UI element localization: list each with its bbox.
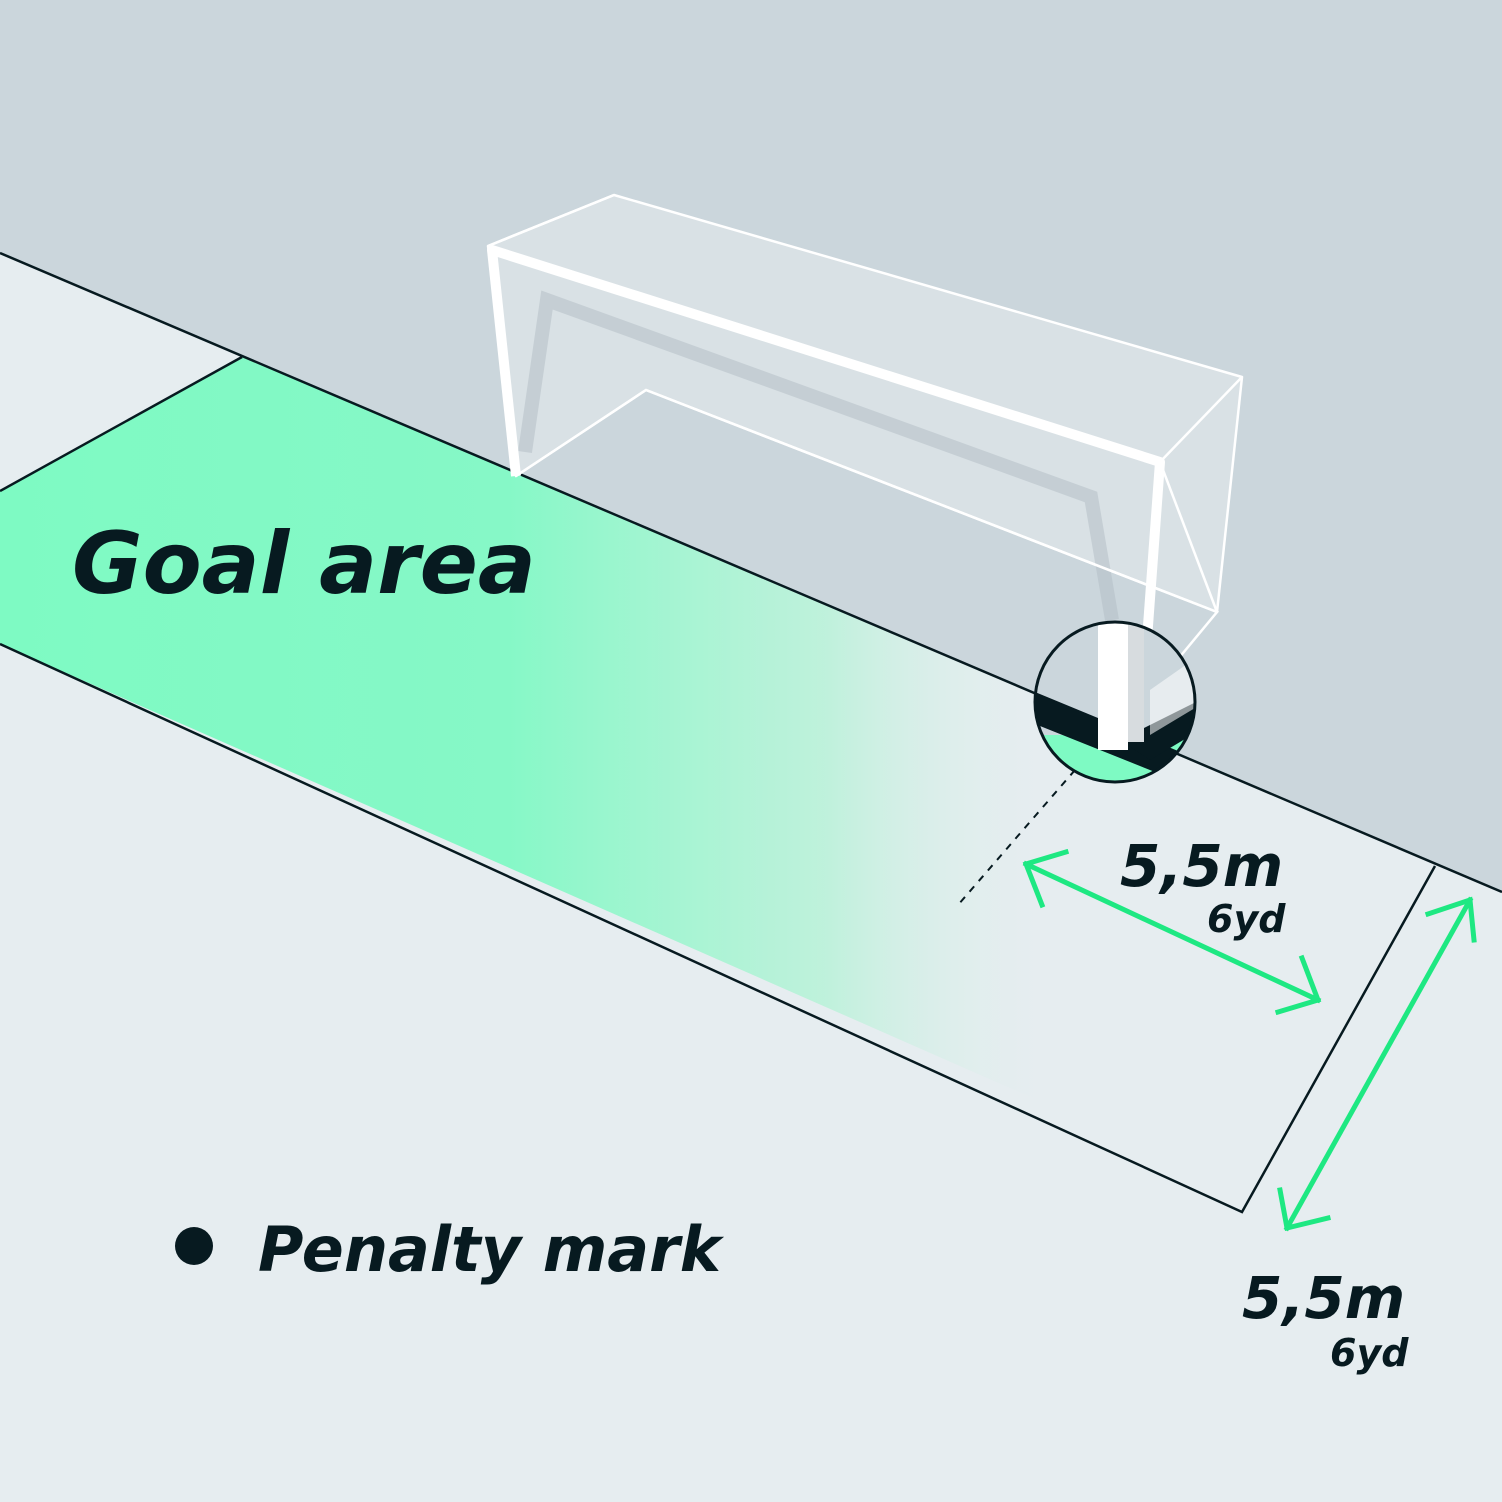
penalty-mark-dot: [175, 1227, 213, 1265]
goal-line: [0, 251, 1502, 894]
goal-area-front-line: [0, 642, 1437, 1214]
goal-area-fill: [0, 357, 1060, 1110]
width-arrow-bottom-head: [1277, 1187, 1332, 1232]
depth-arrow: [1022, 848, 1322, 1016]
width-arrow-top-head: [1424, 896, 1477, 943]
goal-area-title: Goal area: [72, 514, 536, 614]
goal-net-right-support: [1158, 461, 1219, 613]
goal-frame-front: [487, 245, 1165, 736]
depth-metric-label: 5,5m: [1120, 832, 1283, 900]
depth-arrow-start-head: [1022, 848, 1070, 909]
width-imperial-label: 6yd: [1330, 1331, 1409, 1375]
goal-area-left-side: [0, 355, 243, 493]
goal-net-roof-side: [1159, 376, 1243, 463]
goal-net-inner-shadow: [518, 290, 1119, 622]
post-detail-magnifier: [1033, 620, 1197, 784]
depth-arrow-end-head: [1274, 954, 1322, 1016]
goal: [486, 193, 1244, 736]
penalty-mark-label: Penalty mark: [258, 1213, 725, 1286]
depth-imperial-label: 6yd: [1207, 897, 1286, 941]
width-metric-label: 5,5m: [1242, 1264, 1405, 1332]
goal-post-guide-line: [957, 769, 1076, 906]
field-lines: [0, 251, 1502, 1214]
goal-net-roof-edge: [487, 193, 615, 248]
width-arrow: [1277, 896, 1477, 1232]
